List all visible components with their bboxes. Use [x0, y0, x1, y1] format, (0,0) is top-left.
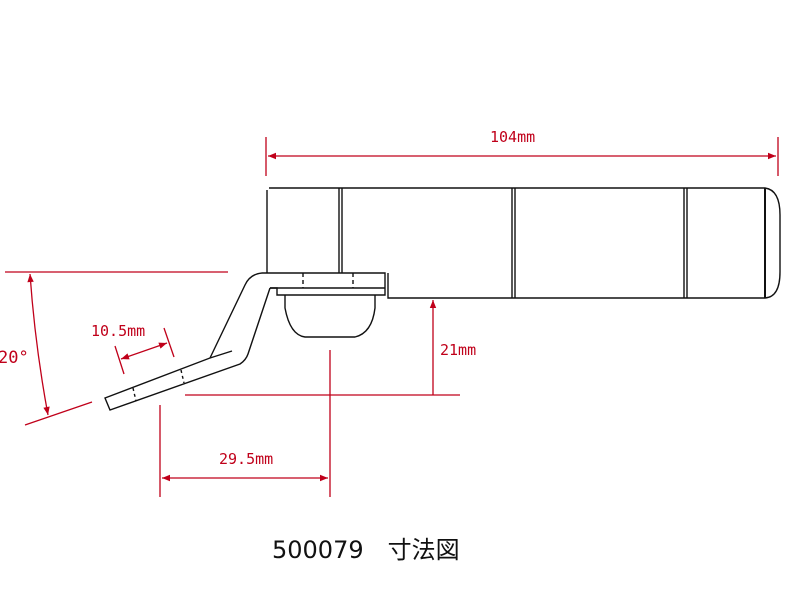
bracket-plate	[262, 272, 386, 296]
dome-nut	[284, 295, 376, 338]
length-label: 104mm	[490, 128, 535, 146]
dimension-lines	[5, 137, 779, 497]
cylinder-body	[269, 187, 781, 299]
bent-arm	[104, 272, 271, 411]
offset-label: 29.5mm	[219, 450, 273, 468]
drawing-caption: 500079 寸法図	[272, 536, 460, 564]
part-outline	[104, 187, 781, 411]
tab-width-label: 10.5mm	[91, 322, 145, 340]
angle-label: 20°	[0, 348, 29, 368]
height-label: 21mm	[440, 341, 476, 359]
